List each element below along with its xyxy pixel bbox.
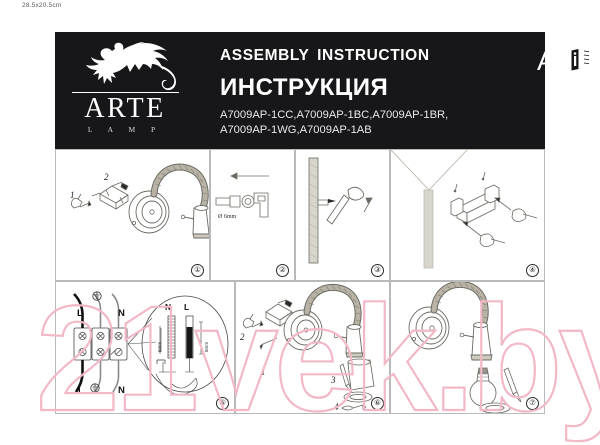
step-2-illustration	[215, 172, 269, 218]
booklet-info-icon	[569, 45, 591, 73]
step-5-illustration	[73, 291, 229, 395]
panel-step-1: 1 2 ①	[55, 149, 210, 281]
sheet-size-caption: 28.5x20.5cm	[22, 2, 62, 9]
panel-badge-7: ⑦	[526, 397, 539, 410]
panel-badge-2: ②	[276, 264, 289, 277]
title-russian: ИНСТРУКЦИЯ	[220, 74, 389, 101]
panel-badge-5: ⑤	[216, 397, 229, 410]
wire-label-live-bottom: L	[78, 385, 84, 396]
panel-badge-3: ③	[371, 264, 384, 277]
step-6-illustration	[242, 283, 375, 411]
title-english: ASSEMBLY INSTRUCTION	[220, 47, 430, 64]
panel-step-3: ③	[295, 149, 390, 281]
logo-divider	[72, 92, 179, 94]
step-4-illustration	[391, 150, 538, 269]
step-1-callout-2: 2	[104, 172, 109, 182]
product-codes-line-2: A7009AP-1WG,A7009AP-1AB	[220, 123, 372, 136]
class-letter: A	[537, 46, 556, 76]
panel-step-5: L N L N N L 6mm 8mm ⑤	[55, 281, 235, 414]
product-codes-line-1: A7009AP-1CC,A7009AP-1BC,A7009AP-1BR,	[220, 109, 449, 121]
brand-subtitle: L A M P	[87, 125, 163, 134]
product-codes: A7009AP-1CC,A7009AP-1BC,A7009AP-1BR, A70…	[220, 108, 448, 137]
step-6-callout-4: 4	[334, 402, 339, 412]
brand-name: ARTE	[84, 93, 166, 124]
panel-row-top: 1 2 ①	[55, 149, 545, 281]
panel-step-4: ④	[390, 149, 545, 281]
step-7-illustration	[408, 282, 522, 413]
step-6-callout-3: 3	[331, 375, 336, 385]
detail-dimension-left: 6mm	[157, 341, 162, 352]
panel-badge-6: ⑥	[371, 397, 384, 410]
panel-badge-1: ①	[191, 264, 204, 277]
panel-row-bottom: L N L N N L 6mm 8mm ⑤	[55, 281, 545, 414]
panel-step-2: Ø 6mm ②	[210, 149, 295, 281]
panel-step-7: ⑦	[390, 281, 545, 414]
winged-lion-icon	[86, 42, 176, 91]
step-1-callout-1: 1	[70, 190, 75, 200]
brand-logo: ARTE L A M P	[69, 40, 181, 140]
drill-diameter-label: Ø 6mm	[218, 214, 237, 220]
step-6-callout-1: 1	[261, 367, 266, 377]
wire-label-live-top: L	[77, 308, 83, 319]
step-1-illustration	[70, 163, 209, 239]
panel-badge-4: ④	[526, 264, 539, 277]
step-3-illustration	[308, 157, 373, 264]
detail-dimension-right: 8mm	[204, 341, 209, 352]
detail-label-neutral: N	[165, 302, 172, 312]
instruction-sheet: ARTE L A M P ASSEMBLY INSTRUCTION ИНСТРУ…	[55, 32, 591, 414]
header-bar: ARTE L A M P ASSEMBLY INSTRUCTION ИНСТРУ…	[55, 32, 591, 149]
wire-label-neutral-bottom: N	[118, 385, 125, 396]
detail-label-live: L	[184, 302, 190, 312]
panel-step-6: 1 2 3 4 ⑥	[235, 281, 390, 414]
panel-grid: 1 2 ①	[55, 149, 545, 414]
step-6-callout-2: 2	[240, 332, 245, 342]
wire-label-neutral-top: N	[118, 308, 125, 319]
